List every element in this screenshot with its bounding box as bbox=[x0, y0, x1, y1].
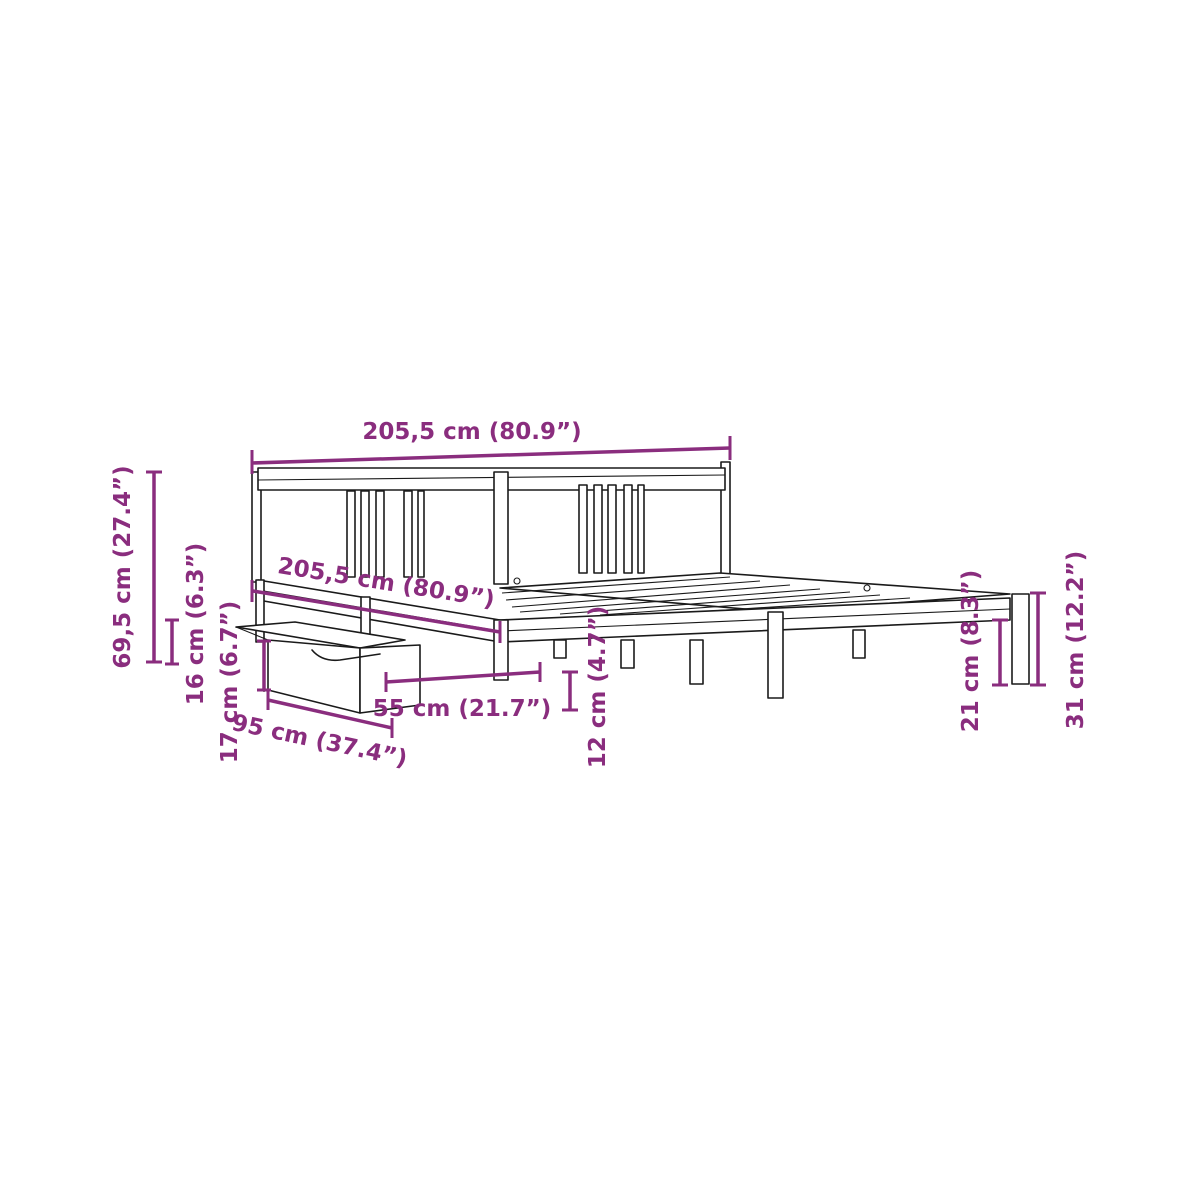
label-leg-height: 21 cm (8.3”) bbox=[958, 570, 984, 733]
drawer bbox=[235, 621, 421, 714]
label-drawer-outer-height: 17 cm (6.7”) bbox=[217, 601, 243, 764]
label-top-width: 205,5 cm (80.9”) bbox=[362, 419, 581, 445]
leg-rear-2 bbox=[689, 639, 704, 685]
label-drawer-width: 55 cm (21.7”) bbox=[373, 696, 552, 722]
leg-front-right bbox=[1011, 593, 1030, 685]
leg-rear-1 bbox=[620, 639, 635, 669]
slatted-base bbox=[499, 572, 1011, 616]
leg-rear-4 bbox=[553, 639, 567, 659]
bed-frame-drawing bbox=[235, 461, 1030, 714]
leg-rear-3 bbox=[852, 629, 866, 659]
dimension-lines bbox=[146, 436, 1046, 738]
label-drawer-clearance: 12 cm (4.7”) bbox=[585, 606, 611, 769]
headboard bbox=[251, 461, 731, 585]
label-headboard-height: 69,5 cm (27.4”) bbox=[110, 465, 136, 668]
label-footboard-height: 31 cm (12.2”) bbox=[1063, 551, 1089, 730]
leg-front-left bbox=[493, 619, 509, 681]
leg-front-middle bbox=[767, 611, 784, 699]
label-drawer-inner-height: 16 cm (6.3”) bbox=[183, 543, 209, 706]
